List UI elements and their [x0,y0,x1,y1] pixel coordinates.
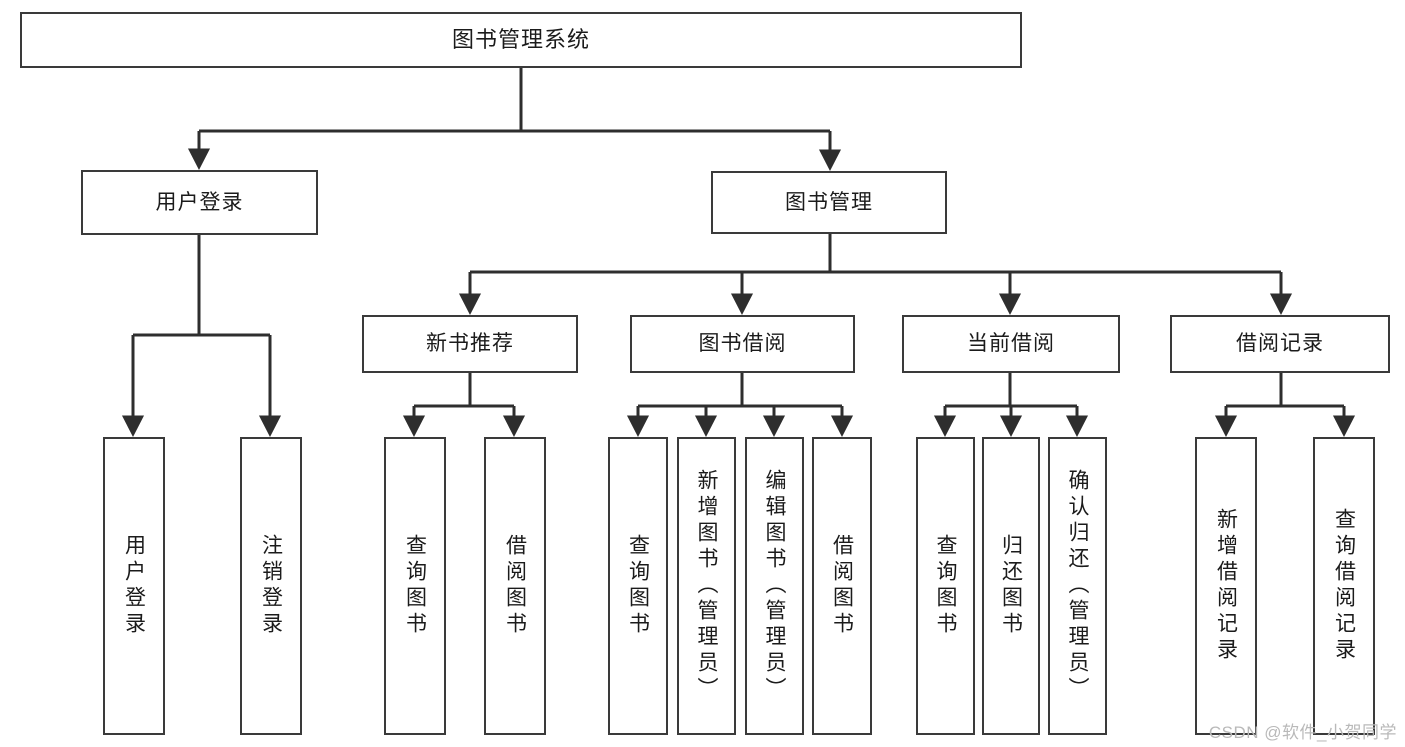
node-label: 借阅图书 [830,534,854,638]
node-label: 图书管理系统 [451,26,590,52]
node-label: 新增图书（管理员） [695,469,718,703]
node-label: 归还图书 [999,534,1023,638]
node-new-book-recommend[interactable]: 新书推荐 [362,315,578,373]
leaf-user-logout[interactable]: 注销登录 [240,437,302,735]
node-label: 借阅图书 [503,534,527,638]
leaf-recommend-query-book[interactable]: 查询图书 [384,437,446,735]
node-label: 确认归还（管理员） [1066,469,1089,703]
leaf-user-login[interactable]: 用户登录 [103,437,165,735]
watermark-text: CSDN @软件_小贺同学 [1208,723,1397,742]
node-label: 借阅记录 [1236,332,1324,356]
leaf-record-add-record[interactable]: 新增借阅记录 [1195,437,1257,735]
node-label: 注销登录 [259,534,283,638]
node-user-login[interactable]: 用户登录 [81,170,318,235]
node-current-borrow[interactable]: 当前借阅 [902,315,1120,373]
node-book-borrow[interactable]: 图书借阅 [630,315,855,373]
node-label: 图书借阅 [698,332,787,356]
leaf-current-query-book[interactable]: 查询图书 [916,437,975,735]
node-label: 查询图书 [626,534,650,638]
node-label: 图书管理 [785,190,873,214]
leaf-borrow-borrow-book[interactable]: 借阅图书 [812,437,872,735]
node-label: 查询图书 [403,534,427,638]
node-label: 新书推荐 [426,332,514,356]
node-label: 用户登录 [122,534,146,638]
leaf-borrow-query-book[interactable]: 查询图书 [608,437,668,735]
leaf-recommend-borrow-book[interactable]: 借阅图书 [484,437,546,735]
node-label: 编辑图书（管理员） [763,469,786,703]
node-root-system[interactable]: 图书管理系统 [20,12,1022,68]
leaf-borrow-edit-book-admin[interactable]: 编辑图书（管理员） [745,437,804,735]
node-book-management[interactable]: 图书管理 [711,171,947,234]
leaf-current-return-book[interactable]: 归还图书 [982,437,1040,735]
node-label: 新增借阅记录 [1214,508,1238,664]
node-label: 查询图书 [934,534,957,638]
node-label: 当前借阅 [967,332,1055,356]
node-borrow-record[interactable]: 借阅记录 [1170,315,1390,373]
node-label: 用户登录 [155,190,244,214]
leaf-current-confirm-return-admin[interactable]: 确认归还（管理员） [1048,437,1107,735]
node-label: 查询借阅记录 [1332,508,1356,664]
leaf-record-query-record[interactable]: 查询借阅记录 [1313,437,1375,735]
leaf-borrow-add-book-admin[interactable]: 新增图书（管理员） [677,437,736,735]
